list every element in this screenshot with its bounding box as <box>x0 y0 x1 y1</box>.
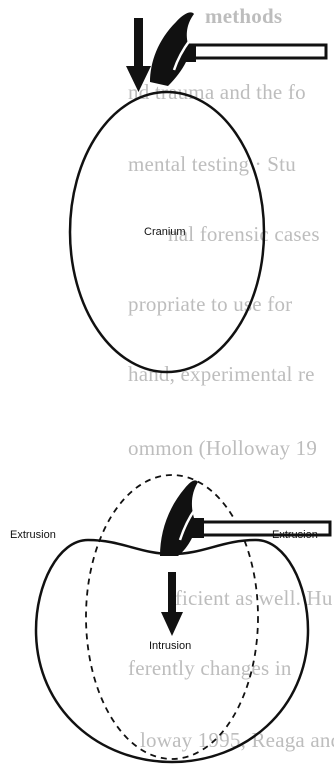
cranium-label: Cranium <box>144 226 186 238</box>
hammer-bottom-icon <box>160 480 330 556</box>
top-panel <box>70 12 326 372</box>
intrusion-arrow <box>161 572 183 636</box>
extrusion-left-label: Extrusion <box>10 529 56 541</box>
hammer-top-icon <box>150 12 326 86</box>
force-arrow-top <box>126 18 151 92</box>
extrusion-right-label: Extrusion <box>272 529 318 541</box>
bottom-panel <box>36 475 330 762</box>
intrusion-label: Intrusion <box>149 640 191 652</box>
